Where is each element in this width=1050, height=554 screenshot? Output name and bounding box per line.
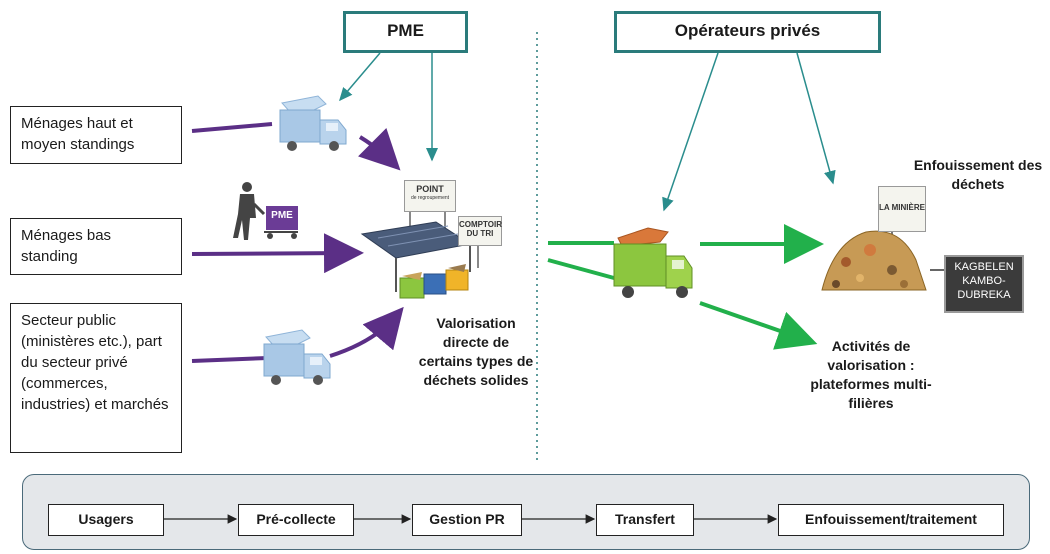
purple-arrow-haut — [358, 128, 401, 171]
flow-step-enfouissement: Enfouissement/traitement — [778, 504, 1004, 536]
flow-step-usagers: Usagers — [48, 504, 164, 536]
source-menages-bas: Ménages bas standing — [10, 218, 182, 275]
flow-panel — [22, 474, 1030, 550]
point-sign-subtitle: de regroupement — [410, 195, 450, 201]
purple-line-haut — [191, 122, 273, 133]
la-miniere-sign: LA MINIÈRE — [878, 186, 926, 232]
flow-arrows — [164, 514, 778, 524]
landfill-heap-icon — [821, 230, 944, 291]
operateurs-prives-header: Opérateurs privés — [614, 11, 881, 53]
operateurs-arrow-to-truck — [662, 52, 719, 212]
truck-blue-top-icon — [279, 95, 347, 151]
flow-step-gestion-pr: Gestion PR — [412, 504, 522, 536]
purple-arrow-public — [329, 306, 404, 358]
flow-step-pre-collecte: Pré-collecte — [238, 504, 354, 536]
diagram-connectors — [191, 32, 944, 460]
flow-step-transfert: Transfert — [596, 504, 694, 536]
sorting-station-icon — [360, 210, 479, 299]
person-cart-icon — [233, 182, 298, 240]
source-menages-haut: Ménages haut et moyen standings — [10, 106, 182, 164]
enfouissement-caption: Enfouissement des déchets — [913, 157, 1043, 192]
operateurs-arrow-to-landfill — [796, 52, 836, 185]
green-line-low — [547, 258, 615, 280]
green-arrow-to-activites — [699, 301, 818, 350]
source-secteur-public: Secteur public (ministères etc.), part d… — [10, 303, 182, 453]
valorisation-caption: Valorisation directe de certains types d… — [418, 315, 534, 388]
truck-blue-bottom-icon — [263, 329, 331, 385]
point-sign-title: POINT — [416, 184, 444, 194]
kagbelen-badge: KAGBELEN KAMBO-DUBREKA — [944, 255, 1024, 313]
purple-arrow-bas — [191, 233, 364, 274]
point-sign: POINT de regroupement — [404, 180, 456, 212]
pme-arrow-to-truck — [339, 52, 381, 102]
truck-green-icon — [613, 227, 693, 298]
activites-caption: Activités de valorisation : plateformes … — [810, 338, 932, 411]
cart-label: PME — [271, 210, 293, 221]
purple-line-public — [191, 356, 269, 363]
pme-header: PME — [343, 11, 468, 53]
comptoir-sign: COMPTOIR DU TRI — [458, 216, 502, 246]
